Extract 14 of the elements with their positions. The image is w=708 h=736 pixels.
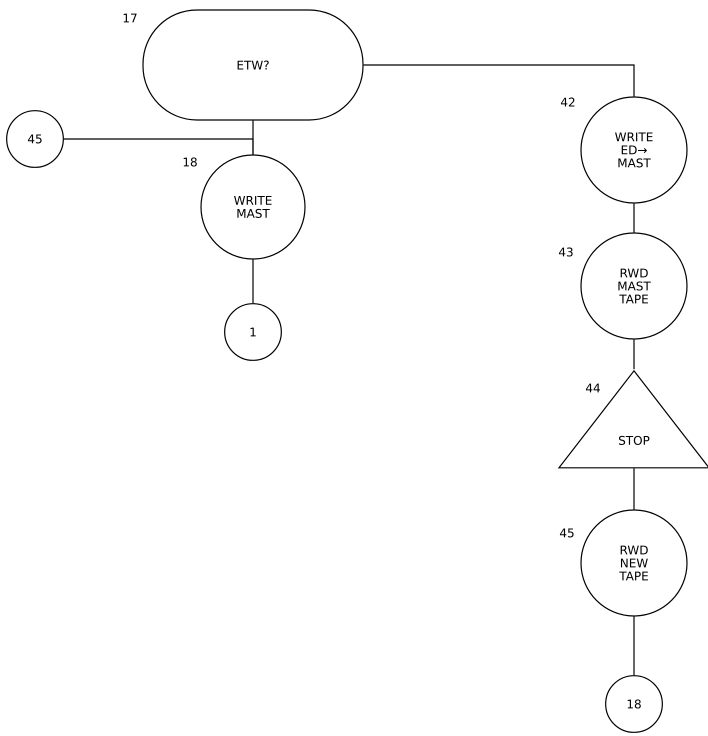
connector-line [64, 138, 254, 154]
terminal-box: ETW? [142, 9, 364, 121]
connector-line [252, 260, 254, 304]
step-number: 18 [184, 157, 197, 167]
step-number: 44 [586, 384, 600, 392]
step-number: 45 [560, 528, 574, 538]
step-number: 43 [558, 247, 573, 257]
connector-line [633, 340, 635, 370]
connector-line [633, 468, 635, 510]
step-number: 42 [560, 98, 574, 106]
step-number: 17 [124, 14, 137, 22]
connector-line [364, 64, 635, 96]
connector-line [633, 616, 635, 676]
connector-line [633, 204, 635, 232]
